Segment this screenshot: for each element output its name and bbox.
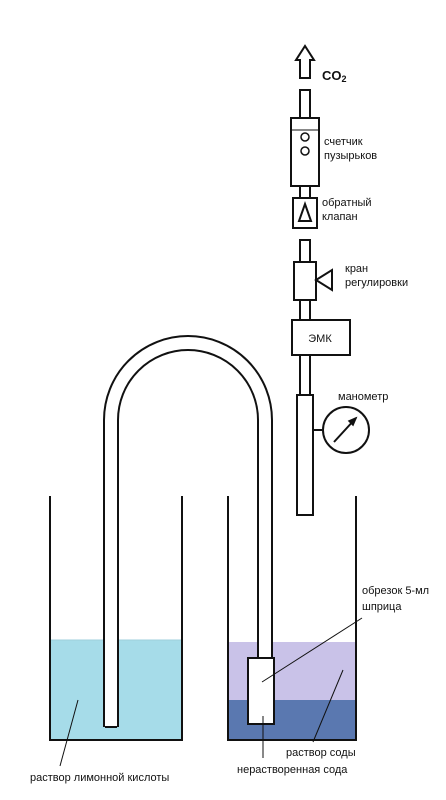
regulating-valve: [293, 261, 333, 301]
leader-lines: [59, 617, 363, 767]
solenoid-valve: ЭМК: [291, 319, 351, 356]
check-valve: [292, 197, 318, 229]
arrow-up-icon: [294, 44, 316, 79]
transfer-tube: [103, 335, 273, 728]
syringe-label: обрезок 5-мл шприца: [362, 585, 432, 613]
manometer-label: манометр: [338, 391, 388, 403]
soda-solution-label: раствор соды: [286, 747, 356, 759]
regulating-valve-label: кран регулировки: [345, 263, 408, 289]
triangle-icon: [297, 200, 313, 222]
syringe-cutoff: [247, 657, 275, 725]
manometer: [313, 406, 370, 454]
valve-handle-icon: [314, 268, 333, 292]
bubble-icon: [300, 146, 310, 156]
citric-acid-label: раствор лимонной кислоты: [30, 772, 169, 784]
check-valve-label: обратный клапан: [322, 197, 375, 223]
bubble-counter: [290, 117, 320, 187]
bubble-icon: [300, 132, 310, 142]
co2-label: CO2: [322, 68, 347, 84]
bubble-counter-label: счетчик пузырьков: [324, 136, 377, 162]
solenoid-label: ЭМК: [308, 333, 332, 345]
undissolved-soda-label: нерастворенная сода: [237, 764, 348, 776]
